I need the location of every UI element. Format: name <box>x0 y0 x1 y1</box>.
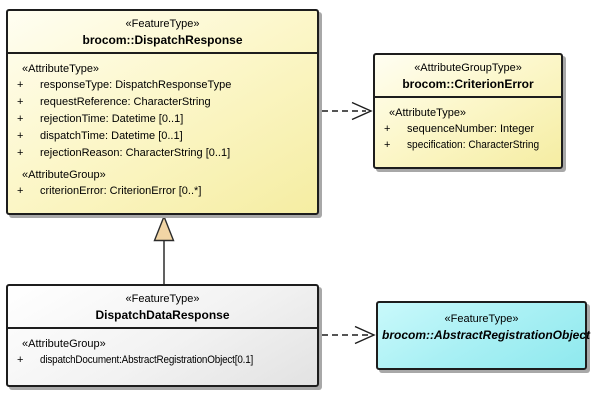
attribute-text: dispatchDocument:AbstractRegistrationObj… <box>40 354 254 366</box>
visibility-sign: + <box>17 79 24 91</box>
attribute-text: requestReference: CharacterString <box>40 96 211 108</box>
attribute-row: + rejectionTime: Datetime [0..1] <box>8 111 317 128</box>
class-header: «FeatureType» brocom::AbstractRegistrati… <box>378 303 591 347</box>
class-name: DispatchDataResponse <box>95 308 230 322</box>
attribute-text: dispatchTime: Datetime [0..1] <box>40 130 183 142</box>
stereotype-label: «FeatureType» <box>444 313 519 325</box>
attribute-row: + rejectionReason: CharacterString [0..1… <box>8 145 317 162</box>
class-header: «FeatureType» brocom::DispatchResponse <box>8 11 317 54</box>
attribute-text: rejectionReason: CharacterString [0..1] <box>40 147 231 159</box>
class-compartment: «AttributeGroup» + dispatchDocument:Abst… <box>8 329 317 369</box>
attribute-row: + requestReference: CharacterString <box>8 94 317 111</box>
attribute-text: criterionError: CriterionError [0..*] <box>40 185 202 197</box>
visibility-sign: + <box>17 113 24 125</box>
section-heading: «AttributeType» <box>389 107 467 119</box>
attribute-text: specification: CharacterString <box>407 139 540 151</box>
attribute-row: + specification: CharacterString <box>375 137 561 153</box>
attribute-row: + sequenceNumber: Integer <box>375 121 561 137</box>
class-box-dispatch-response: «FeatureType» brocom::DispatchResponse «… <box>6 9 319 215</box>
class-box-dispatch-data-response: «FeatureType» DispatchDataResponse «Attr… <box>6 284 319 387</box>
visibility-sign: + <box>17 130 24 142</box>
attribute-text: rejectionTime: Datetime [0..1] <box>40 113 184 125</box>
visibility-sign: + <box>17 96 24 108</box>
class-header: «FeatureType» DispatchDataResponse <box>8 286 317 329</box>
attribute-text: responseType: DispatchResponseType <box>40 79 232 91</box>
class-compartment: «AttributeType» + sequenceNumber: Intege… <box>375 98 561 153</box>
visibility-sign: + <box>384 139 391 151</box>
class-box-abstract-registration-object: «FeatureType» brocom::AbstractRegistrati… <box>376 301 591 370</box>
attribute-text: sequenceNumber: Integer <box>407 123 535 135</box>
attribute-row: + responseType: DispatchResponseType <box>8 77 317 94</box>
generalization-arrow <box>153 214 175 285</box>
class-name: brocom::CriterionError <box>402 77 534 91</box>
section-heading: «AttributeGroup» <box>22 169 106 181</box>
dependency-arrow-to-abstract-registration-object <box>322 325 376 345</box>
dependency-arrow-to-criterion-error <box>322 101 373 121</box>
stereotype-label: «FeatureType» <box>125 18 200 30</box>
visibility-sign: + <box>17 147 24 159</box>
class-compartment: «AttributeType» + responseType: Dispatch… <box>8 54 317 200</box>
class-name: brocom::DispatchResponse <box>82 33 243 47</box>
class-box-criterion-error: «AttributeGroupType» brocom::CriterionEr… <box>373 53 563 169</box>
class-name: brocom::AbstractRegistrationObject <box>382 328 591 342</box>
stereotype-label: «FeatureType» <box>125 293 200 305</box>
attribute-row: + criterionError: CriterionError [0..*] <box>8 183 317 200</box>
section-heading: «AttributeType» <box>22 63 100 75</box>
visibility-sign: + <box>17 185 24 197</box>
visibility-sign: + <box>384 123 391 135</box>
attribute-row: + dispatchDocument:AbstractRegistrationO… <box>8 352 317 369</box>
class-header: «AttributeGroupType» brocom::CriterionEr… <box>375 55 561 98</box>
section-heading: «AttributeGroup» <box>22 338 106 350</box>
attribute-row: + dispatchTime: Datetime [0..1] <box>8 128 317 145</box>
stereotype-label: «AttributeGroupType» <box>414 62 522 74</box>
visibility-sign: + <box>17 354 24 366</box>
